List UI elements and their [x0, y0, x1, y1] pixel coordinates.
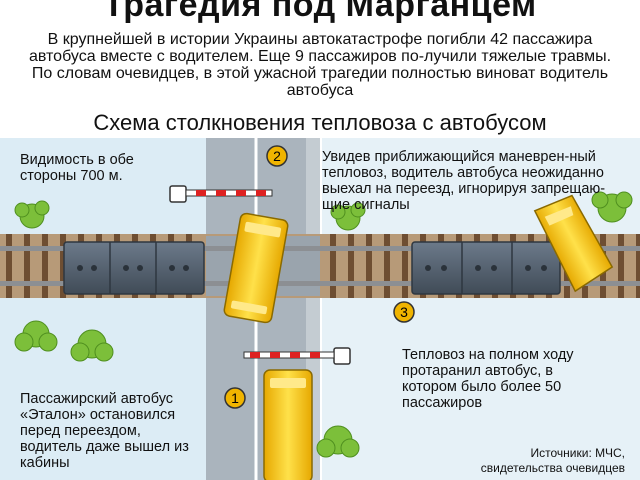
bus-on-crossing — [223, 212, 289, 324]
bush — [14, 320, 58, 352]
bus-after-collision — [533, 194, 614, 293]
locomotive-left — [63, 241, 205, 295]
source-line-2: свидетельства очевидцев — [480, 461, 625, 475]
marker-1: 1 — [224, 387, 246, 409]
barrier-bottom — [243, 347, 351, 365]
step-1-label: Пассажирский автобус «Эталон» остановилс… — [20, 391, 189, 471]
step-3-label: Тепловоз на полном ходу протаранил автоб… — [402, 347, 574, 411]
marker-3-label: 3 — [400, 304, 408, 320]
marker-2-label: 2 — [273, 148, 281, 164]
barrier-top — [169, 185, 273, 203]
marker-3: 3 — [393, 301, 415, 323]
lead-paragraph: В крупнейшей в истории Украины автокатас… — [28, 31, 612, 99]
bush — [330, 202, 366, 231]
locomotive-right — [411, 241, 561, 295]
source-line-1: Источники: МЧС, — [530, 446, 625, 460]
bush — [14, 200, 50, 229]
visibility-label: Видимость в обе стороны 700 м. — [20, 152, 134, 184]
bus-waiting — [263, 369, 313, 480]
bush — [316, 425, 360, 458]
page-title: Трагедия под Марганцем — [103, 0, 537, 24]
collision-scheme: 1 2 3 — [0, 138, 640, 480]
step-2-label: Увидев приближающийся маневрен-ный тепло… — [322, 149, 606, 213]
ground-right — [320, 138, 640, 480]
marker-1-label: 1 — [231, 390, 239, 406]
bush — [591, 191, 633, 223]
diagram-subtitle: Схема столкновения тепловоза с автобусом — [93, 110, 547, 135]
marker-2: 2 — [266, 145, 288, 167]
bush — [70, 329, 114, 362]
